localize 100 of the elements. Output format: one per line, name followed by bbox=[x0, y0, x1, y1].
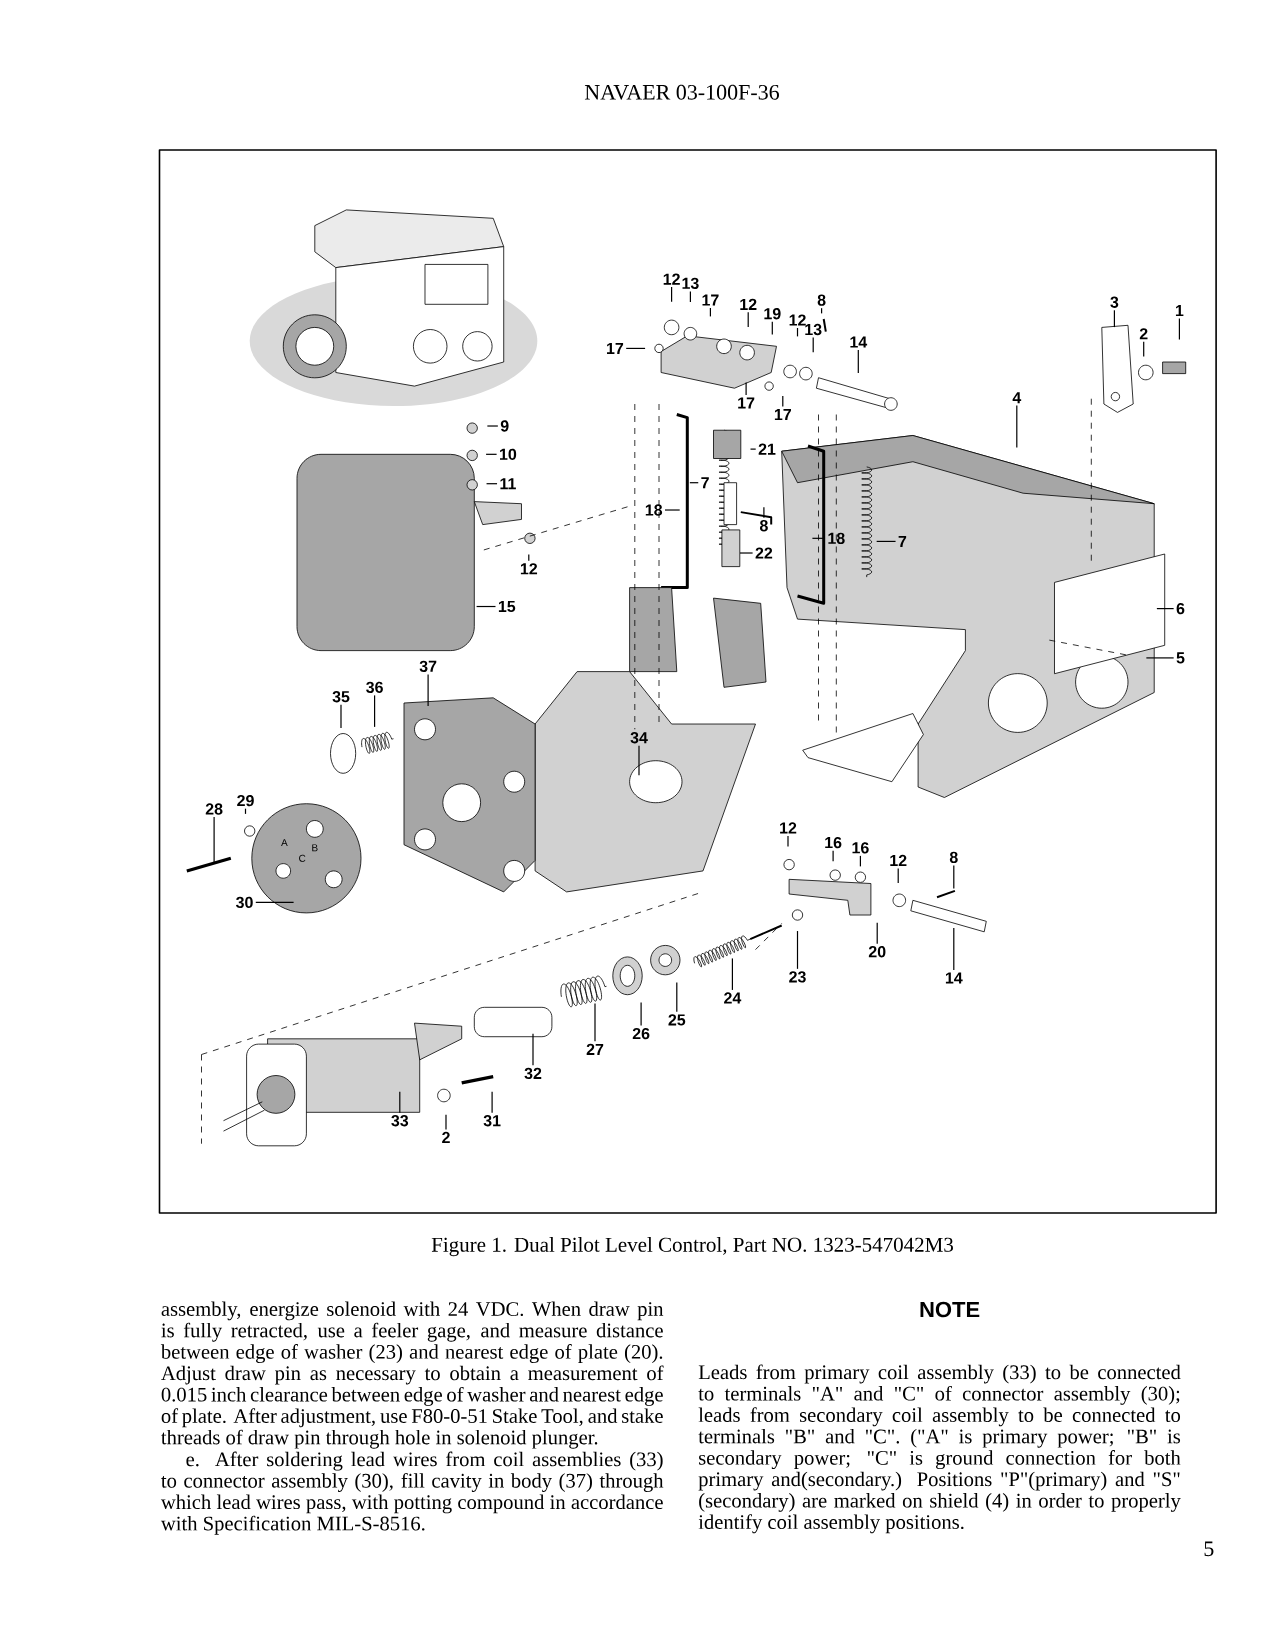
leader-line bbox=[897, 867, 899, 884]
leader-line bbox=[1143, 341, 1145, 357]
callout-number: 24 bbox=[724, 992, 742, 1004]
callout-number: 8 bbox=[817, 294, 826, 306]
callout-number: 17 bbox=[774, 409, 791, 420]
leader-line bbox=[399, 1091, 401, 1114]
leader-line bbox=[532, 1033, 534, 1066]
callout-number: 25 bbox=[668, 1014, 686, 1026]
callout-number: 32 bbox=[524, 1067, 542, 1080]
callout-number: 33 bbox=[391, 1115, 409, 1127]
callout-number: 14 bbox=[945, 972, 963, 984]
callout-number: 31 bbox=[483, 1115, 501, 1127]
callout-number: 15 bbox=[498, 600, 516, 613]
leader-line bbox=[857, 349, 859, 374]
callout-number: 18 bbox=[828, 532, 845, 544]
callout-number: 36 bbox=[366, 681, 383, 693]
leader-line bbox=[427, 673, 429, 707]
callout-number: 8 bbox=[759, 520, 768, 532]
callout-number: 11 bbox=[500, 478, 516, 490]
terminal-letter: A bbox=[281, 839, 288, 847]
callout-number: 37 bbox=[419, 660, 437, 672]
callout-number: 12 bbox=[740, 298, 757, 310]
leader-line bbox=[255, 901, 295, 903]
page-number: 5 bbox=[1204, 1541, 1214, 1557]
leader-line bbox=[528, 553, 530, 562]
callout-number: 9 bbox=[500, 420, 509, 432]
callout-number: 10 bbox=[500, 448, 517, 460]
leader-line bbox=[340, 704, 342, 729]
leader-line bbox=[859, 855, 861, 867]
leader-line bbox=[445, 1114, 447, 1131]
body-paragraph: e. After soldering lead wires from coil assemblies (33) to connector assembly (30), fill cavity in body (37) through which lead wires pass, with potting compound in accordance with Specification MIL-S-8516. bbox=[160, 1451, 664, 1535]
callout-number: 5 bbox=[1176, 652, 1185, 664]
terminal-letter: C bbox=[299, 854, 306, 862]
leader-line bbox=[821, 307, 823, 314]
leader-line bbox=[625, 347, 646, 349]
callout-number: 7 bbox=[898, 535, 907, 547]
note-heading: NOTE bbox=[920, 1301, 980, 1318]
callout-number: 13 bbox=[805, 323, 822, 336]
leader-line bbox=[1156, 608, 1175, 610]
callout-number: 26 bbox=[632, 1027, 650, 1040]
leader-line bbox=[745, 381, 747, 396]
callout-number: 20 bbox=[868, 946, 886, 958]
leader-line bbox=[796, 930, 799, 970]
figure-caption: Figure 1. Dual Pilot Level Control, Part NO. 1323-547042M3 bbox=[431, 1237, 953, 1257]
leader-line bbox=[731, 957, 733, 991]
leader-line bbox=[485, 453, 498, 455]
callout-number: 12 bbox=[789, 314, 806, 326]
callout-number: 17 bbox=[607, 342, 624, 354]
callout-number: 16 bbox=[825, 836, 842, 849]
callout-number: 17 bbox=[738, 397, 755, 409]
callout-number: 27 bbox=[586, 1043, 604, 1055]
callout-number: 1 bbox=[1175, 305, 1184, 317]
terminal-letter: B bbox=[312, 844, 318, 852]
leader-line bbox=[709, 307, 711, 318]
callout-number: 18 bbox=[645, 504, 663, 516]
note-paragraph: Leads from primary coil assembly (33) to be connected to terminals "A" and "C" of connector assembly (30); leads from secondary coil assembly to be connected to terminals "B" and "C". ("A" is primary power; "B" is secondary power; "C" is ground connection for both primary and(secondary.) Positions "P"(primary) and "S" (secondary) are marked on shield (4) in order to properly identify coil assembly positions. bbox=[698, 1364, 1181, 1534]
callout-number: 12 bbox=[890, 854, 907, 866]
leader-line bbox=[811, 537, 826, 539]
callout-number: 34 bbox=[630, 732, 648, 744]
leader-line bbox=[491, 1091, 493, 1114]
leader-line bbox=[832, 850, 834, 862]
callout-number: 2 bbox=[442, 1131, 450, 1143]
callout-number: 19 bbox=[764, 308, 781, 320]
callout-number: 29 bbox=[237, 794, 254, 807]
callout-number: 3 bbox=[1110, 296, 1119, 308]
leader-line bbox=[796, 327, 799, 337]
callout-number: 28 bbox=[205, 803, 223, 815]
callout-number: 13 bbox=[682, 277, 699, 289]
leader-line bbox=[374, 694, 376, 728]
callout-number: 30 bbox=[236, 896, 253, 909]
leader-line bbox=[747, 311, 749, 328]
leader-line bbox=[763, 506, 765, 519]
leader-line bbox=[771, 321, 773, 335]
leader-line bbox=[782, 395, 784, 408]
page-header: NAVAER 03-100F-36 bbox=[584, 84, 779, 100]
callout-number: 12 bbox=[780, 822, 797, 834]
leader-line bbox=[739, 552, 754, 554]
leader-line bbox=[244, 808, 247, 815]
leader-line bbox=[213, 816, 215, 864]
leader-line bbox=[638, 745, 640, 776]
callout-number: 14 bbox=[850, 336, 868, 348]
leader-line bbox=[640, 1001, 642, 1027]
leader-line bbox=[749, 448, 757, 450]
leader-line bbox=[787, 835, 789, 847]
leader-line bbox=[1016, 405, 1018, 449]
leader-line bbox=[476, 605, 497, 608]
leader-line bbox=[486, 425, 499, 427]
body-paragraph: assembly, energize solenoid with 24 VDC. When draw pin is fully retracted, use a feeler gage, and measure distance between edge of washer (23) and nearest edge of plate (20). Adjust draw pin as necessary to obtain a measurement of 0.015 inch clearance between edge of washer and nearest edge of plate. After adjustment, use F80-0-51 Stake Tool, and stake threads of draw pin through hole in solenoid plunger. bbox=[160, 1301, 664, 1449]
leader-line bbox=[676, 981, 678, 1013]
leader-line bbox=[876, 540, 897, 542]
callout-number: 35 bbox=[332, 691, 350, 703]
callout-number: 6 bbox=[1176, 602, 1185, 615]
leader-line bbox=[689, 290, 691, 303]
callout-number: 17 bbox=[702, 294, 719, 306]
leader-line bbox=[485, 483, 498, 485]
callout-number: 12 bbox=[663, 273, 680, 285]
leader-line bbox=[594, 1002, 596, 1042]
callout-number: 2 bbox=[1139, 328, 1148, 340]
leader-line bbox=[1145, 657, 1175, 659]
leader-line bbox=[1113, 309, 1115, 328]
